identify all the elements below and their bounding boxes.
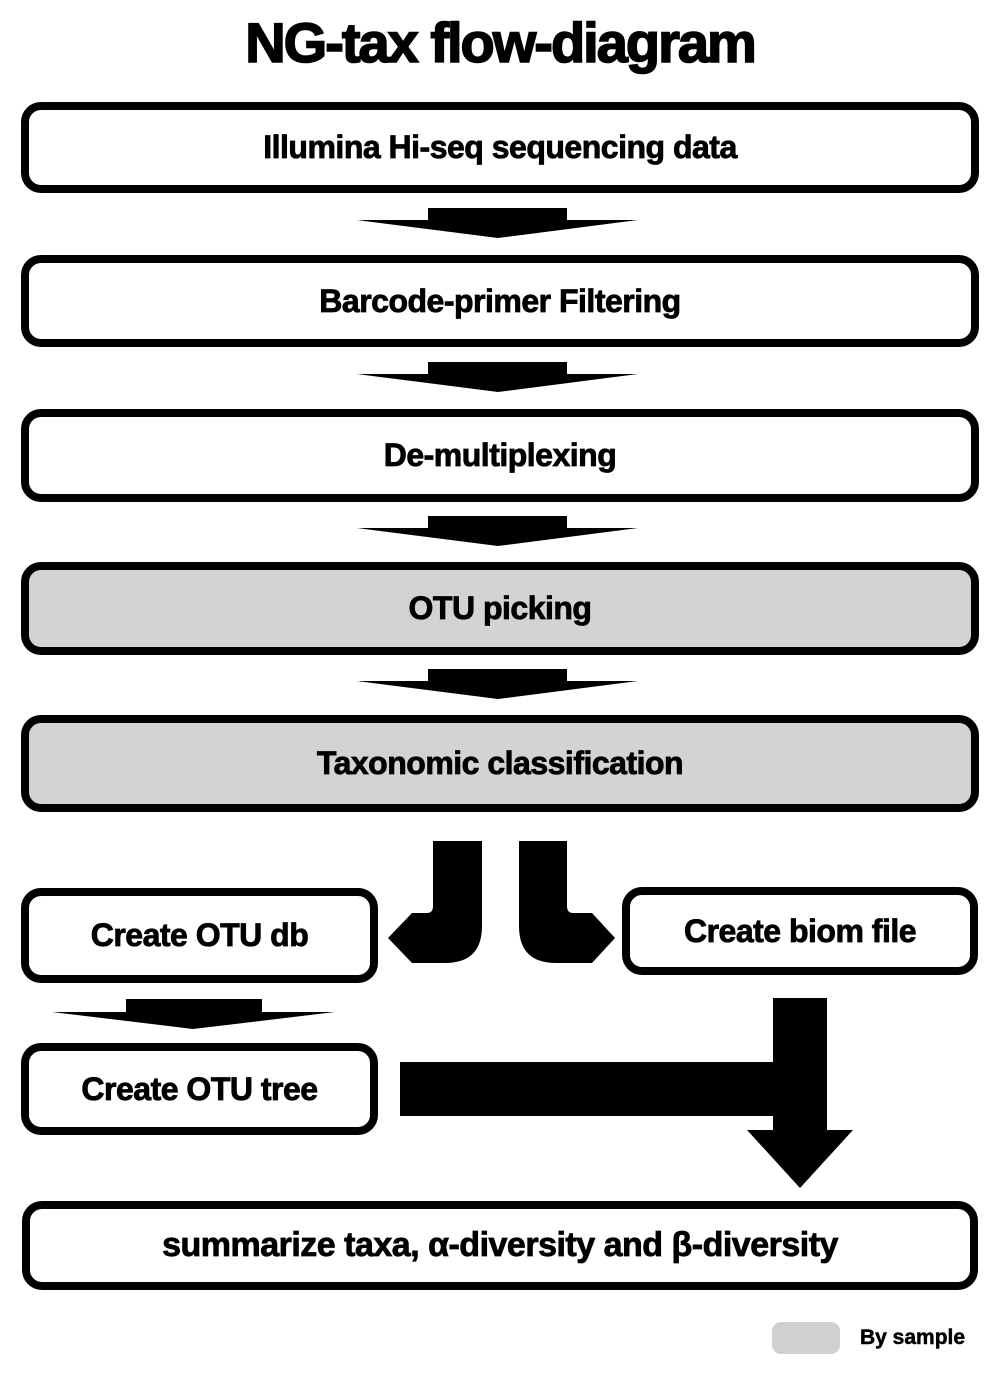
arrow-taxonomic-to-create-biom-file <box>519 841 615 963</box>
node-label: Create OTU db <box>90 917 309 954</box>
node-label: Create OTU tree <box>81 1070 318 1107</box>
node-illumina-hiseq-data: Illumina Hi-seq sequencing data <box>21 102 979 193</box>
node-barcode-primer-filtering: Barcode-primer Filtering <box>21 255 979 347</box>
by-sample-label: By sample <box>860 1326 966 1350</box>
node-de-multiplexing: De-multiplexing <box>21 409 979 502</box>
node-label: Barcode-primer Filtering <box>319 282 682 319</box>
arrow-vertical-bar <box>773 998 827 1132</box>
legend-by-sample: By sample <box>772 1318 982 1358</box>
node-create-otu-db: Create OTU db <box>21 888 378 983</box>
arrow-down-head <box>747 1130 853 1188</box>
arrow-create-otu-db-to-otu-tree <box>52 999 335 1029</box>
node-label: summarize taxa, α-diversity and β-divers… <box>162 1226 839 1265</box>
arrow-demultiplexing-to-otu-picking <box>357 516 638 546</box>
arrow-otu-picking-to-taxonomic <box>357 669 638 699</box>
arrow-barcode-to-demultiplexing <box>357 362 638 392</box>
arrow-merge-to-summarize <box>400 998 853 1188</box>
node-summarize-diversity: summarize taxa, α-diversity and β-divers… <box>22 1201 978 1290</box>
arrow-illumina-to-barcode <box>357 208 638 238</box>
arrow-horizontal-bar <box>400 1062 773 1116</box>
node-label: OTU picking <box>408 590 592 627</box>
diagram-title: NG-tax flow-diagram <box>244 10 757 75</box>
node-taxonomic-classification: Taxonomic classification <box>21 715 979 812</box>
node-create-biom-file: Create biom file <box>622 887 978 975</box>
node-label: Taxonomic classification <box>316 745 684 782</box>
node-create-otu-tree: Create OTU tree <box>21 1043 378 1135</box>
by-sample-swatch <box>772 1322 840 1354</box>
node-label: Create biom file <box>683 912 917 949</box>
node-label: Illumina Hi-seq sequencing data <box>263 129 738 166</box>
node-otu-picking: OTU picking <box>21 562 979 655</box>
arrow-taxonomic-to-create-otu-db <box>388 841 482 963</box>
node-label: De-multiplexing <box>383 437 617 474</box>
